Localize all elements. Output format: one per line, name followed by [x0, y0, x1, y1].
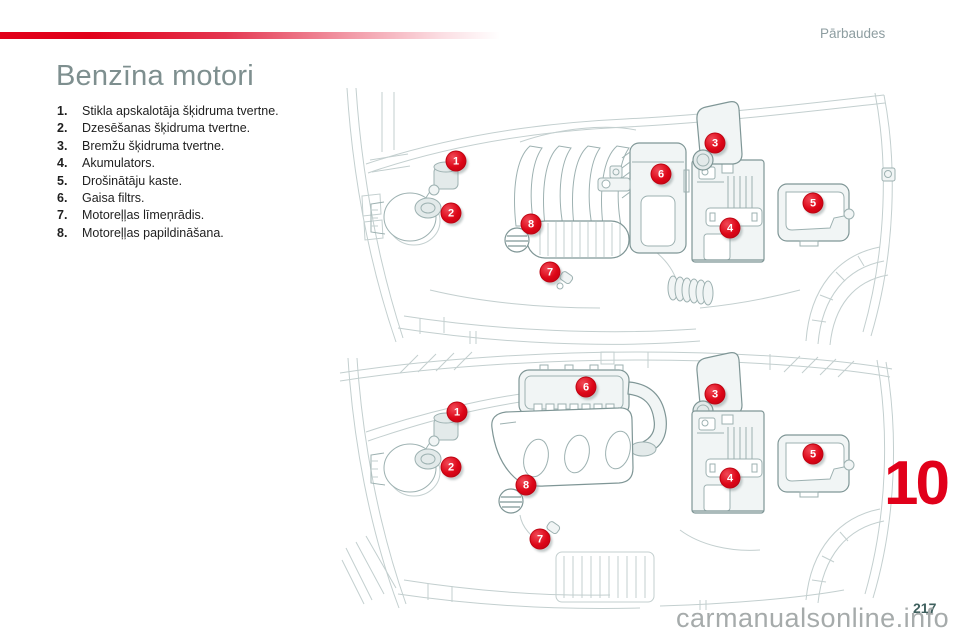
legend-item-number: 2. — [57, 121, 68, 136]
diagram-top-frame — [346, 87, 893, 346]
legend-item-number: 4. — [57, 156, 68, 171]
legend-item-text: Stikla apskalotāja šķidruma tvertne. — [82, 104, 279, 118]
header-red-rule — [0, 32, 500, 39]
legend-item: 3. Bremžu šķidruma tvertne. — [57, 138, 357, 155]
air-filter-top — [597, 142, 690, 254]
legend-item-text: Akumulators. — [82, 156, 155, 171]
legend-item: 5. Drošinātāju kaste. — [57, 173, 357, 190]
callout-engine-bottom-4: 4 — [719, 467, 741, 489]
washer-reservoir-bottom — [370, 412, 459, 497]
page-number: 217 — [913, 600, 937, 616]
washer-reservoir-top — [370, 161, 459, 246]
legend-item: 1. Stikla apskalotāja šķidruma tvertne. — [57, 103, 357, 120]
callout-engine-top-3: 3 — [704, 132, 726, 154]
legend-item-number: 7. — [57, 208, 68, 223]
legend-item-text: Drošinātāju kaste. — [82, 173, 183, 188]
legend-item-number: 1. — [57, 104, 68, 118]
legend-item: 8. Motoreļļas papildināšana. — [57, 225, 357, 242]
legend-item-text: Gaisa filtrs. — [82, 191, 145, 206]
legend-item-number: 5. — [57, 173, 68, 188]
battery-bottom — [679, 410, 765, 551]
callout-engine-top-2: 2 — [440, 202, 462, 224]
legend-item-text: Motoreļļas papildināšana. — [82, 225, 224, 240]
legend-item: 7. Motoreļļas līmeņrādis. — [57, 207, 357, 224]
callout-engine-bottom-2: 2 — [440, 456, 462, 478]
legend-item-number: 8. — [57, 225, 68, 240]
legend-item: 2. Dzesēšanas šķidruma tvertne. — [57, 120, 357, 137]
legend-item: 6. Gaisa filtrs. — [57, 190, 357, 207]
legend-item-text: Motoreļļas līmeņrādis. — [82, 208, 205, 223]
legend-item-text: Dzesēšanas šķidruma tvertne. — [82, 121, 251, 136]
legend-item-text: Bremžu šķidruma tvertne. — [82, 138, 225, 153]
callout-engine-bottom-1: 1 — [446, 401, 468, 423]
section-header: Pārbaudes — [820, 26, 886, 41]
callout-engine-bottom-8: 8 — [515, 474, 537, 496]
callout-engine-top-4: 4 — [719, 217, 741, 239]
diagram-bottom-frame — [339, 351, 894, 610]
watermark: carmanualsonline.info — [676, 603, 950, 633]
engine-block-top — [504, 126, 679, 290]
callout-engine-top-7: 7 — [539, 261, 561, 283]
battery-top — [667, 159, 765, 306]
page-title: Benzīna motori — [56, 60, 254, 92]
callout-engine-bottom-7: 7 — [529, 528, 551, 550]
callout-engine-bottom-5: 5 — [802, 443, 824, 465]
legend-list: 1. Stikla apskalotāja šķidruma tvertne. 2.… — [57, 103, 357, 242]
callout-engine-top-5: 5 — [802, 192, 824, 214]
callout-engine-top-8: 8 — [520, 213, 542, 235]
engine-cover-bottom — [491, 407, 655, 603]
legend-item: 4. Akumulators. — [57, 155, 357, 172]
callout-engine-top-1: 1 — [445, 150, 467, 172]
chapter-number: 10 — [884, 449, 950, 518]
callout-engine-top-6: 6 — [650, 163, 672, 185]
callout-engine-bottom-3: 3 — [704, 383, 726, 405]
legend-item-number: 6. — [57, 191, 68, 206]
callout-engine-bottom-6: 6 — [575, 376, 597, 398]
legend-item-number: 3. — [57, 138, 68, 153]
